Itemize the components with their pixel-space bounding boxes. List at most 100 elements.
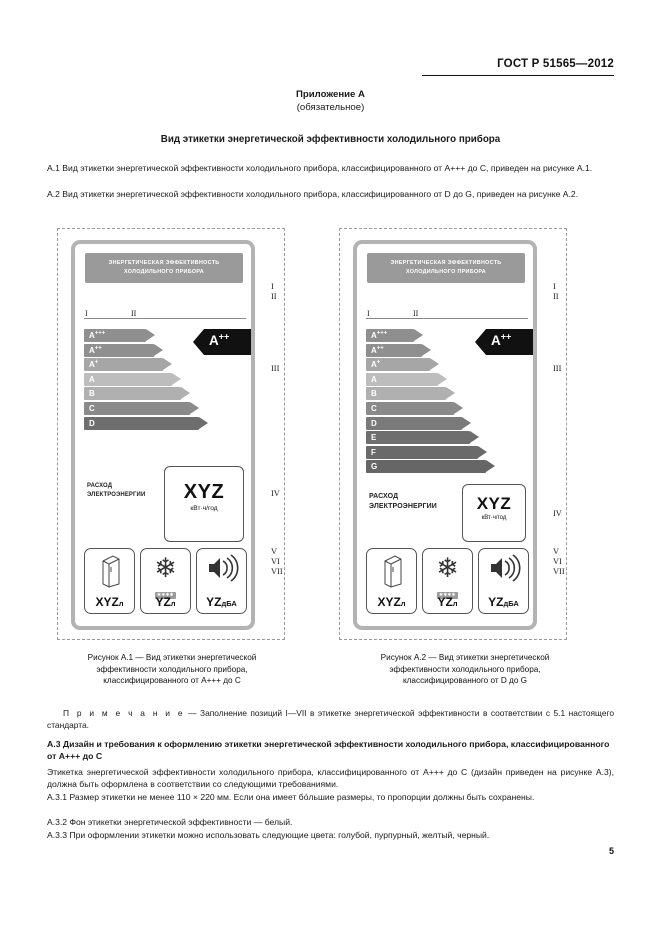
energy-class-arrow-c: C — [84, 401, 204, 415]
banner-line-2: ХОЛОДИЛЬНОГО ПРИБОРА — [406, 269, 486, 275]
energy-class-bar: A++ — [366, 343, 486, 357]
badge-body — [204, 329, 251, 355]
consumption-label-a1: РАСХОД ЭЛЕКТРОЭНЕРГИИ — [87, 482, 145, 499]
consumption-unit: кВт·ч/год — [190, 505, 218, 512]
energy-class-arrow-b: B — [84, 387, 204, 401]
figure-caption-a2: Рисунок А.2 — Вид этикетки энергетическо… — [340, 652, 590, 687]
subsection-heading-a3: А.3 Дизайн и требования к оформлению эти… — [47, 739, 610, 762]
note-dash: — — [188, 708, 197, 718]
fridge-icon — [85, 553, 134, 591]
speaker-icon — [197, 553, 246, 591]
arrow-body — [84, 401, 190, 415]
energy-class-bar: F — [366, 445, 487, 459]
figure-a1-frame: ЭНЕРГЕТИЧЕСКАЯ ЭФФЕКТИВНОСТЬ ХОЛОДИЛЬНОГ… — [57, 228, 285, 640]
energy-class-bar: A — [366, 372, 486, 386]
badge-label: A++ — [491, 332, 511, 350]
energy-class-arrow-appp: A+++ — [84, 329, 204, 342]
speaker-icon-svg — [208, 554, 238, 582]
note-block: П р и м е ч а н и е — Заполнение позиций… — [47, 707, 614, 731]
arrow-body — [366, 387, 446, 401]
arrow-body — [366, 401, 454, 415]
consumption-label-line-2: ЭЛЕКТРОЭНЕРГИИ — [369, 503, 437, 510]
energy-class-arrow-app: A++ — [366, 343, 486, 357]
fridge-icon-svg — [384, 555, 401, 588]
arrow-tip — [422, 343, 431, 356]
energy-class-bar: E — [366, 431, 486, 445]
energy-class-bar: A+ — [366, 358, 486, 372]
caption-line-3: классифицированного от А+++ до С — [103, 676, 241, 685]
arrow-tip — [199, 416, 208, 429]
badge-label: A++ — [209, 332, 229, 350]
speaker-icon — [479, 553, 528, 591]
consumption-value: XYZ — [476, 494, 512, 513]
energy-class-arrow-d: D — [366, 416, 486, 430]
energy-class-label: G — [371, 462, 378, 472]
energy-class-label: D — [371, 418, 377, 428]
section-heading: Вид этикетки энергетической эффективност… — [160, 134, 501, 145]
roman-iii: III — [271, 364, 280, 373]
arrow-tip — [486, 460, 495, 473]
noise-level-value: YZдБА — [479, 595, 528, 609]
energy-class-bar: A++ — [84, 343, 204, 357]
header-rule — [422, 75, 614, 76]
marker-roman-ii: II — [131, 309, 137, 318]
energy-class-arrow-a: A — [366, 372, 486, 386]
arrow-tip — [172, 372, 181, 385]
arrow-body — [366, 431, 470, 445]
marker-line-i-ii: I II — [84, 307, 246, 319]
roman-numeral-column-a2: I II III IV V VI VII — [545, 228, 579, 640]
fridge-icon-svg — [102, 555, 119, 588]
consumption-box-a1: XYZ кВт·ч/год — [164, 466, 244, 542]
picto-noise-level: YZдБА — [196, 548, 247, 614]
consumption-value: XYZ — [183, 481, 225, 503]
consumption-label-line-1: РАСХОД — [87, 483, 113, 489]
picto-noise-level: YZдБА — [478, 548, 529, 614]
consumption-label-line-1: РАСХОД — [369, 493, 399, 500]
badge-class-letter: A — [491, 333, 501, 348]
badge-class-sup: ++ — [500, 331, 512, 342]
badge-class-letter: A — [209, 333, 219, 348]
roman-v: V — [553, 547, 560, 556]
marker-roman-ii: II — [413, 309, 419, 318]
arrow-body — [84, 416, 199, 430]
energy-class-arrow-ap: A+ — [84, 358, 204, 372]
note-text: Заполнение позиций I—VII в этикетке энер… — [47, 708, 615, 731]
arrow-tip — [146, 329, 155, 341]
energy-class-arrow-d: D — [84, 416, 208, 430]
energy-class-label: A — [371, 374, 377, 384]
fridge-volume-value: XYZл — [85, 595, 134, 609]
label-banner-a2: ЭНЕРГЕТИЧЕСКАЯ ЭФФЕКТИВНОСТЬ ХОЛОДИЛЬНОГ… — [367, 253, 525, 283]
freezer-volume-value: YZл — [423, 595, 472, 609]
energy-class-arrow-a: A — [84, 372, 204, 386]
paragraph-a1: А.1 Вид этикетки энергетической эффектив… — [47, 163, 593, 173]
fridge-volume-number: XYZ — [377, 595, 401, 609]
noise-level-unit: дБА — [221, 599, 237, 608]
energy-class-label: B — [371, 389, 377, 399]
roman-iii: III — [553, 364, 562, 373]
arrow-body — [366, 416, 462, 430]
energy-class-label: A+ — [89, 359, 99, 370]
roman-iv: IV — [553, 509, 562, 518]
snowflake-icon: ❄ ✱✱✱✱ — [423, 553, 472, 599]
roman-vii: VII — [553, 567, 565, 576]
caption-line-3: классифицированного от D до G — [402, 676, 528, 685]
energy-class-bar: D — [366, 416, 486, 430]
stars-rating-chip: ✱✱✱✱ — [155, 591, 176, 599]
paragraph-a3-intro: Этикетка энергетической эффективности хо… — [47, 767, 614, 790]
caption-line-2: эффективности холодильного прибора, — [96, 664, 248, 674]
note-label: П р и м е ч а н и е — [63, 708, 185, 718]
noise-level-number: YZ — [488, 595, 504, 609]
roman-iv: IV — [271, 489, 280, 498]
badge-body — [486, 329, 533, 355]
badge-arrow-point — [475, 329, 486, 355]
label-banner: ЭНЕРГЕТИЧЕСКАЯ ЭФФЕКТИВНОСТЬ ХОЛОДИЛЬНОГ… — [85, 253, 243, 283]
page-number: 5 — [608, 846, 614, 856]
arrow-tip — [190, 401, 199, 414]
roman-v: V — [271, 547, 278, 556]
energy-class-bar: A+++ — [366, 329, 486, 342]
energy-class-arrow-appp: A+++ — [366, 329, 486, 342]
noise-level-value: YZдБА — [197, 595, 246, 609]
arrow-tip — [470, 431, 479, 444]
